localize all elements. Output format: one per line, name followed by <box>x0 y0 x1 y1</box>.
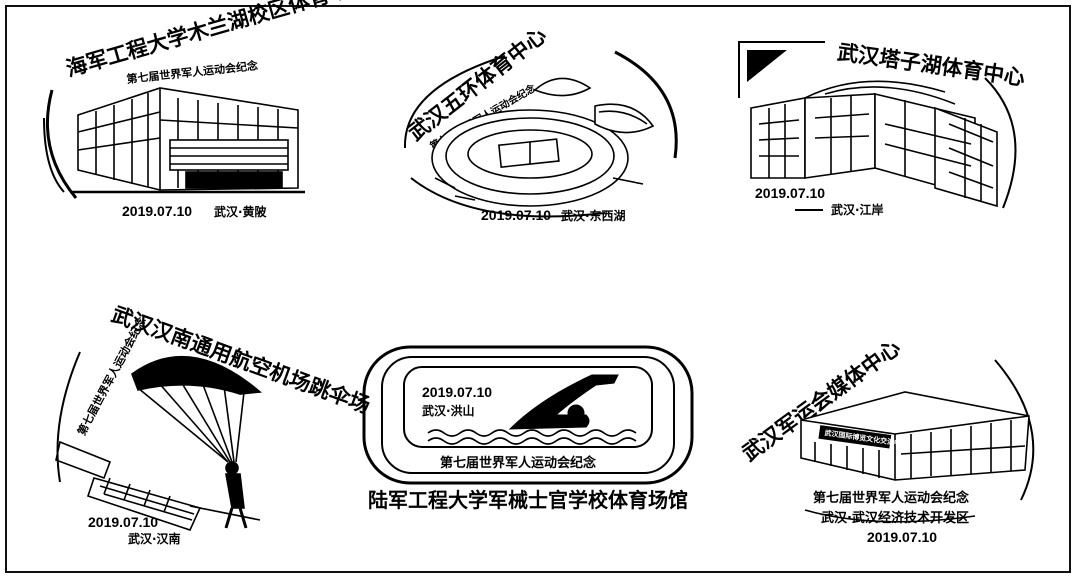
stamp-4-date: 2019.07.10 <box>88 514 159 530</box>
oval-stadium-icon <box>431 77 655 207</box>
stadium-building-icon <box>70 87 305 194</box>
stamp-6-subtitle: 第七届世界军人运动会纪念 <box>813 491 970 506</box>
postmark-stamp-6: 武汉军运会媒体中心 武汉国际博览文化交流中心 第七届世界军人运动会纪念 武汉·武… <box>725 330 1055 550</box>
postmark-stamp-5: 2019.07.10 武汉·洪山 第七届世界军人运动会纪念 陆军工程大学军械士官… <box>360 345 700 545</box>
media-center-building-icon <box>800 391 1030 481</box>
stamp-2-frame <box>403 50 678 218</box>
stamp-5-location: 武汉·洪山 <box>422 404 475 418</box>
stamp-6-location: 武汉·武汉经济技术开发区 <box>821 511 969 526</box>
stamp-5-title: 陆军工程大学军械士官学校体育场馆 <box>368 488 688 512</box>
stamp-3-date: 2019.07.10 <box>755 185 826 201</box>
stamp-2-date: 2019.07.10 <box>481 207 552 223</box>
postmark-stamp-2: 武汉五环体育中心 第七届世界军人运动会纪念 2019.07.10 武汉·东西湖 <box>385 23 695 228</box>
stamp-4-frame <box>56 351 81 483</box>
stamp-5-subtitle: 第七届世界军人运动会纪念 <box>440 456 597 471</box>
stamp-6-frame <box>804 359 1035 523</box>
stamp-1-frame <box>43 89 78 199</box>
stamp-6-date: 2019.07.10 <box>867 529 938 545</box>
swimmer-icon <box>427 374 637 445</box>
stamp-5-date: 2019.07.10 <box>422 384 493 400</box>
stamp-2-location: 武汉·东西湖 <box>561 209 626 223</box>
stamp-5-frame <box>362 345 694 485</box>
postmark-stamp-3: 武汉塔子湖体育中心 2019.07.10 <box>735 28 1045 228</box>
stamp-1-location: 武汉·黄陂 <box>214 205 267 219</box>
postmark-stamp-4: 武汉汉南通用航空机场跳伞场 第七届世界军人运动会纪念 <box>40 282 373 552</box>
stamp-1-date: 2019.07.10 <box>122 203 193 219</box>
stamp-3-location: 武汉·江岸 <box>831 203 884 217</box>
parachute-icon <box>55 355 262 531</box>
stamp-3-frame <box>738 41 1017 211</box>
postmark-stamp-1: 海军工程大学木兰湖校区体育场馆 第七届世界军人运动会纪念 2019 <box>30 0 373 230</box>
stamp-4-location: 武汉·汉南 <box>128 532 181 546</box>
sports-center-building-icon <box>750 80 998 208</box>
